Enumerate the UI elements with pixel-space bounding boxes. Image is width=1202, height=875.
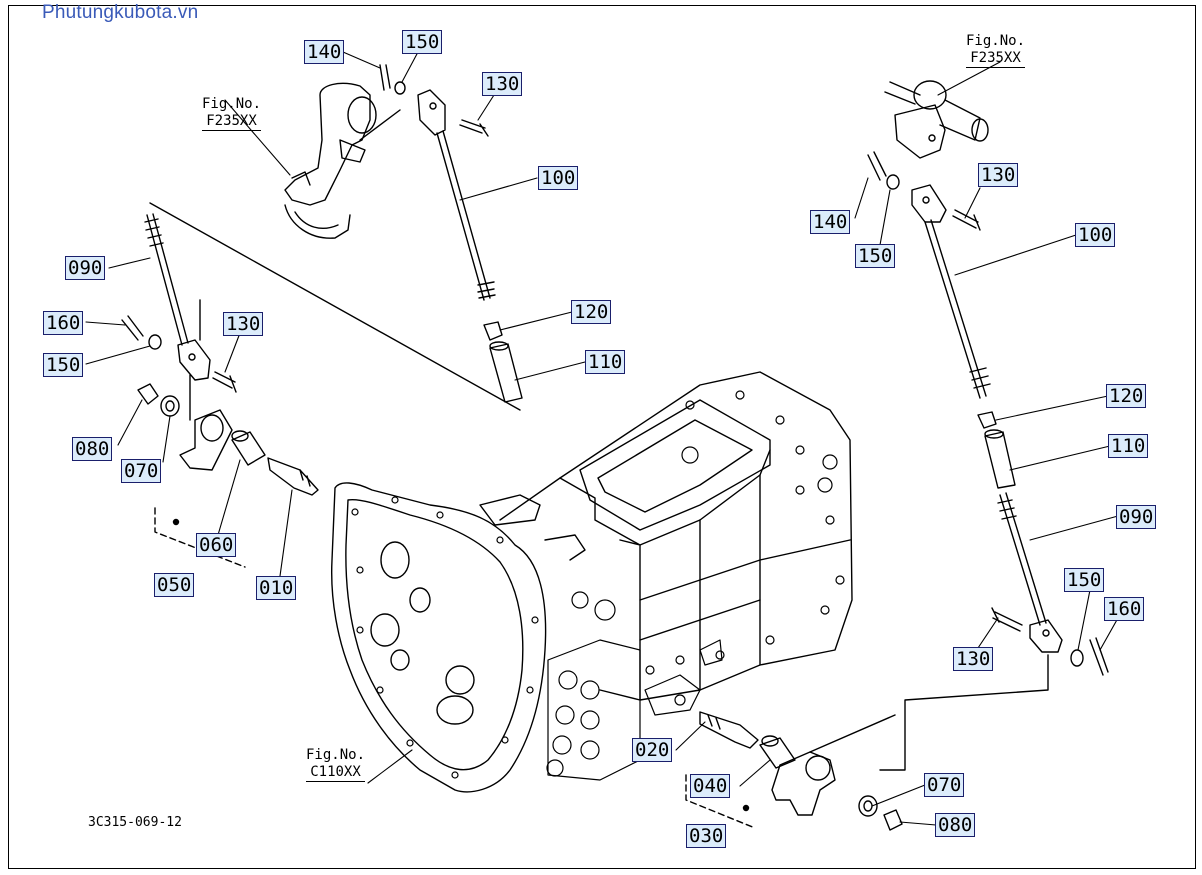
fig-ref-right-top: Fig.No. F235XX	[966, 33, 1026, 68]
callout-070-right[interactable]: 070	[924, 773, 965, 797]
fig-ref-title: Fig.No.	[202, 96, 262, 112]
callout-130-right-top[interactable]: 130	[978, 163, 1019, 187]
callout-160-left[interactable]: 160	[43, 311, 84, 335]
callout-050[interactable]: 050	[154, 573, 195, 597]
callout-020[interactable]: 020	[632, 738, 673, 762]
diagram-code: 3C315-069-12	[88, 815, 182, 830]
callout-010[interactable]: 010	[256, 576, 297, 600]
leader-lines	[85, 51, 1119, 826]
fig-ref-left-top: Fig.No. F235XX	[202, 96, 262, 131]
callout-150-right-top[interactable]: 150	[855, 244, 896, 268]
callout-040[interactable]: 040	[690, 774, 731, 798]
left-upper-linkage	[149, 64, 523, 411]
fig-ref-number: F235XX	[202, 113, 262, 131]
callout-070-left[interactable]: 070	[121, 459, 162, 483]
right-lower-linkage	[685, 711, 903, 831]
callout-080-left[interactable]: 080	[72, 437, 113, 461]
callout-130-left[interactable]: 130	[223, 312, 264, 336]
callout-100-right[interactable]: 100	[1075, 223, 1116, 247]
callout-060[interactable]: 060	[196, 533, 237, 557]
transmission-case	[330, 371, 853, 793]
callout-130-left-top[interactable]: 130	[482, 72, 523, 96]
callout-030[interactable]: 030	[686, 824, 727, 848]
fig-ref-number: F235XX	[966, 50, 1026, 68]
right-upper-linkage	[867, 80, 1109, 771]
fig-ref-bottom: Fig.No. C110XX	[306, 747, 366, 782]
diagram-frame	[8, 5, 1196, 869]
callout-150-right[interactable]: 150	[1064, 568, 1105, 592]
left-linkage	[121, 213, 319, 568]
fig-ref-number: C110XX	[306, 764, 366, 782]
callout-160-right[interactable]: 160	[1104, 597, 1145, 621]
callout-140-right[interactable]: 140	[810, 210, 851, 234]
callout-120-right[interactable]: 120	[1106, 384, 1147, 408]
callout-120-left[interactable]: 120	[571, 300, 612, 324]
fig-ref-title: Fig.No.	[966, 33, 1026, 49]
callout-150-left-top[interactable]: 150	[402, 30, 443, 54]
fig-ref-title: Fig.No.	[306, 747, 366, 763]
callout-140-left[interactable]: 140	[304, 40, 345, 64]
callout-150-left[interactable]: 150	[43, 353, 84, 377]
callout-110-left[interactable]: 110	[585, 350, 626, 374]
callout-130-right[interactable]: 130	[953, 647, 994, 671]
watermark: Phutungkubota.vn	[42, 2, 199, 23]
callout-110-right[interactable]: 110	[1108, 434, 1149, 458]
callout-080-right[interactable]: 080	[935, 813, 976, 837]
callout-100-left[interactable]: 100	[538, 166, 579, 190]
callout-090-right[interactable]: 090	[1116, 505, 1157, 529]
callout-090-left[interactable]: 090	[65, 256, 106, 280]
